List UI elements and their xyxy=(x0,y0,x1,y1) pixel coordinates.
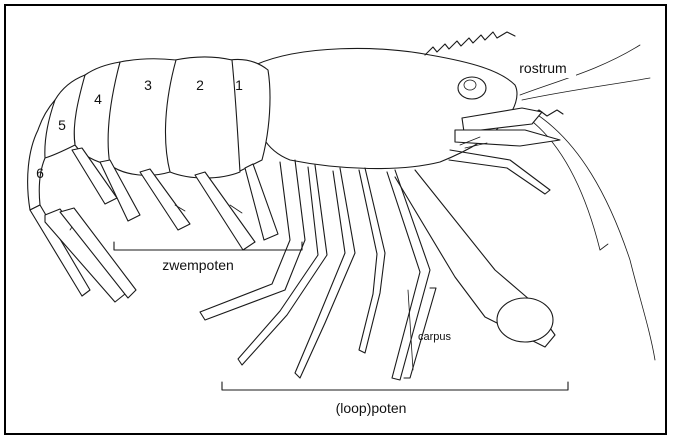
carapace xyxy=(255,32,563,169)
segment-number-1: 1 xyxy=(235,77,243,93)
carpus-label: carpus xyxy=(418,331,452,343)
segment-number-6: 6 xyxy=(36,165,44,181)
rostrum-label: rostrum xyxy=(519,60,566,76)
walking-legs-bracket xyxy=(222,382,568,390)
swimming-legs-label: zwempoten xyxy=(162,257,234,273)
segment-number-2: 2 xyxy=(196,77,204,93)
segment-number-3: 3 xyxy=(144,77,152,93)
swimming-legs-bracket xyxy=(114,242,302,250)
segment-number-4: 4 xyxy=(94,91,102,107)
walking-legs-label: (loop)poten xyxy=(336,400,407,416)
segment-number-5: 5 xyxy=(58,117,66,133)
rostrum-teeth xyxy=(425,32,515,55)
